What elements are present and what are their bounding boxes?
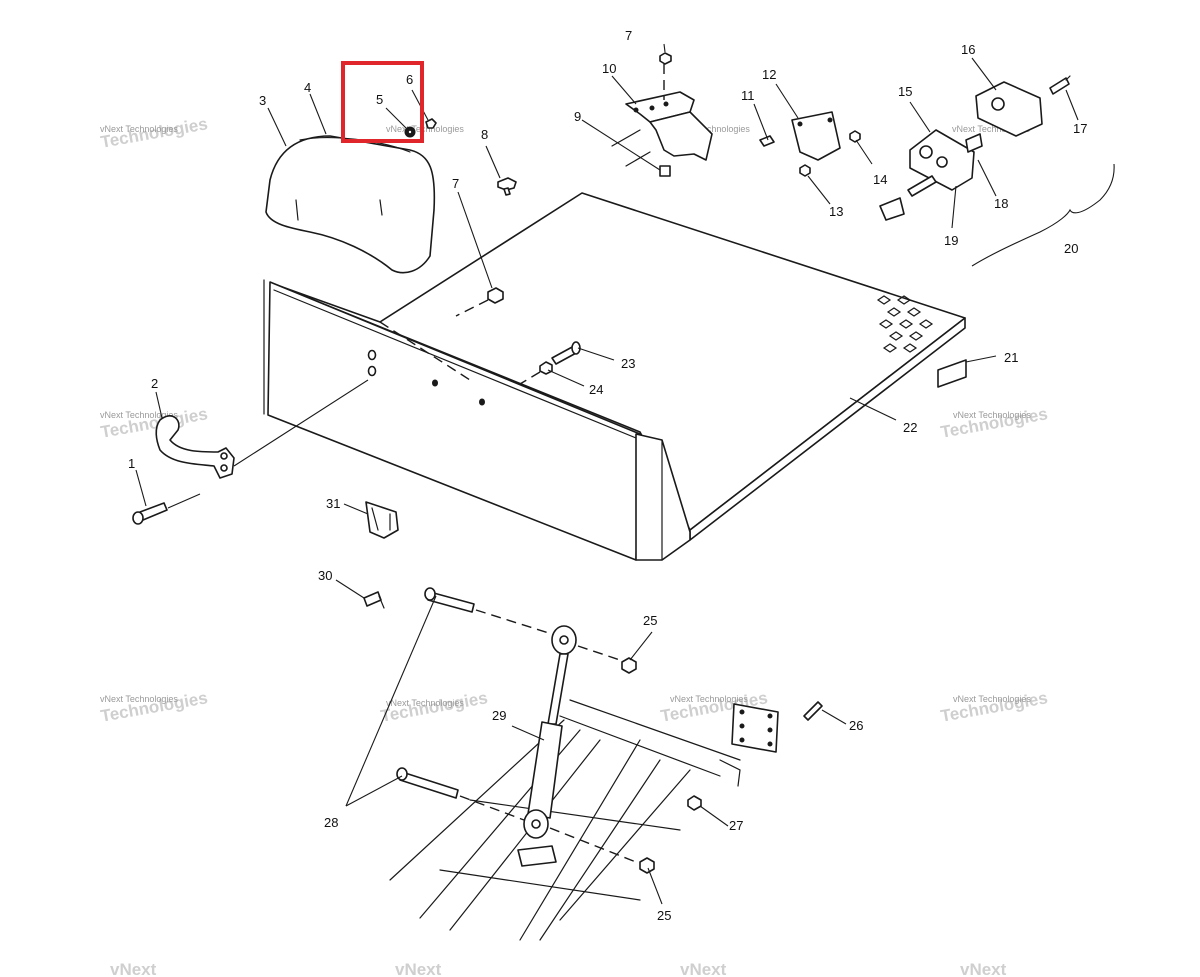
nut-icon bbox=[487, 287, 504, 304]
callout-label: 4 bbox=[304, 80, 311, 95]
callout-label: 31 bbox=[326, 496, 340, 511]
screw-icon bbox=[497, 177, 517, 191]
watermark-text: vNext Technologies bbox=[672, 124, 750, 134]
callout-label: 11 bbox=[741, 88, 755, 103]
watermark-text: vNext Technologies bbox=[953, 410, 1031, 420]
callout-label: 18 bbox=[994, 196, 1008, 211]
callout-label: 12 bbox=[762, 67, 776, 82]
bolt-30 bbox=[363, 591, 385, 609]
watermark-text: vNext Technologies bbox=[100, 694, 178, 704]
callout-label: 28 bbox=[324, 815, 338, 830]
cargo-box bbox=[263, 192, 966, 561]
callout-label: 30 bbox=[318, 568, 332, 583]
callout-label: 24 bbox=[589, 382, 603, 397]
latch-plate bbox=[759, 111, 861, 177]
callout-label: 21 bbox=[1004, 350, 1018, 365]
callout-label: 10 bbox=[602, 61, 616, 76]
tread-pattern bbox=[876, 295, 934, 353]
shock-absorber bbox=[517, 625, 577, 867]
callout-label: 3 bbox=[259, 93, 266, 108]
callout-labels: 1 2 3 4 5 6 7 7 8 9 10 11 12 13 14 15 16… bbox=[128, 28, 1087, 923]
callout-label: 1 bbox=[128, 456, 135, 471]
highlight-box[interactable] bbox=[341, 61, 424, 143]
frame bbox=[389, 699, 741, 941]
callout-label: 5 bbox=[376, 92, 383, 107]
callout-label: 29 bbox=[492, 708, 506, 723]
callout-label: 25 bbox=[643, 613, 657, 628]
watermark-text: vNext Technologies bbox=[670, 694, 748, 704]
bolt-icon bbox=[659, 165, 671, 177]
watermark-text: vNext Technologies bbox=[100, 410, 178, 420]
screw-1 bbox=[132, 502, 168, 525]
callout-label: 9 bbox=[574, 109, 581, 124]
watermark-text: vNext Technologies bbox=[952, 124, 1030, 134]
callout-label: 20 bbox=[1064, 241, 1078, 256]
bolt-28-lower bbox=[396, 767, 459, 799]
tailgate-handle bbox=[155, 415, 235, 479]
callout-label: 7 bbox=[452, 176, 459, 191]
watermark-text: vNext bbox=[395, 960, 442, 977]
watermark-text: vNext Technologies bbox=[953, 694, 1031, 704]
watermark-text: vNext Technologies bbox=[386, 124, 464, 134]
callout-label: 7 bbox=[625, 28, 632, 43]
callout-label: 15 bbox=[898, 84, 912, 99]
headrest bbox=[265, 135, 436, 274]
callout-label: 13 bbox=[829, 204, 843, 219]
taillight-assembly bbox=[879, 75, 1071, 221]
screw-icon bbox=[425, 118, 437, 129]
nut-icon bbox=[687, 795, 702, 811]
watermark-text: vNext Technologies bbox=[386, 698, 464, 708]
callout-label: 6 bbox=[406, 72, 413, 87]
callout-label: 19 bbox=[944, 233, 958, 248]
callout-label: 2 bbox=[151, 376, 158, 391]
nut-icon bbox=[639, 857, 655, 874]
nut-icon bbox=[849, 130, 861, 143]
leader-lines bbox=[135, 43, 1079, 905]
watermark-text: vNext bbox=[110, 960, 157, 977]
group-brace bbox=[971, 163, 1115, 267]
callout-label: 17 bbox=[1073, 121, 1087, 136]
watermark-text: vNext bbox=[680, 960, 727, 977]
bolt-28-upper bbox=[424, 587, 475, 613]
callout-label: 14 bbox=[873, 172, 887, 187]
decal bbox=[937, 359, 967, 388]
nut-icon bbox=[659, 52, 672, 65]
callout-label: 25 bbox=[657, 908, 671, 923]
callout-label: 26 bbox=[849, 718, 863, 733]
callout-label: 16 bbox=[961, 42, 975, 57]
callout-label: 27 bbox=[729, 818, 743, 833]
hinge-bracket bbox=[611, 52, 713, 177]
callout-label: 23 bbox=[621, 356, 635, 371]
nut-icon bbox=[621, 657, 637, 674]
callout-label: 8 bbox=[481, 127, 488, 142]
callout-label: 22 bbox=[903, 420, 917, 435]
watermark-text: vNext bbox=[960, 960, 1007, 977]
watermark-text: vNext Technologies bbox=[100, 124, 178, 134]
nut-icon bbox=[799, 164, 811, 177]
mount-plate bbox=[687, 701, 823, 811]
bracket-31 bbox=[365, 501, 399, 539]
